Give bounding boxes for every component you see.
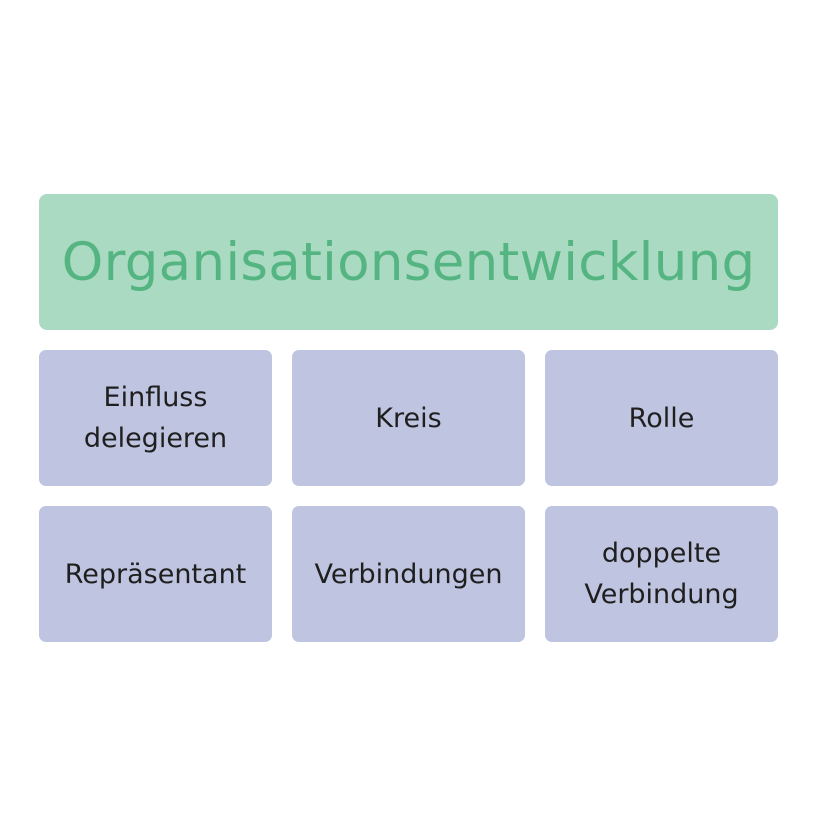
tile-label: Kreis — [375, 402, 442, 434]
tile-label: Rolle — [628, 402, 695, 434]
header-box: Organisationsentwicklung — [39, 194, 778, 330]
tile-repraesentant: Repräsentant — [39, 506, 272, 642]
tile-kreis: Kreis — [292, 350, 525, 486]
tile-label: doppelte Verbindung — [584, 538, 739, 610]
tile-label: Repräsentant — [64, 558, 247, 590]
tile-label: Verbindungen — [314, 558, 503, 590]
tile-label: Einfluss delegieren — [83, 382, 228, 454]
tile-einfluss-delegieren: Einfluss delegieren — [39, 350, 272, 486]
tile-rolle: Rolle — [545, 350, 778, 486]
tile-verbindungen: Verbindungen — [292, 506, 525, 642]
tile-doppelte-verbindung: doppelte Verbindung — [545, 506, 778, 642]
header-title: Organisationsentwicklung — [61, 231, 756, 293]
